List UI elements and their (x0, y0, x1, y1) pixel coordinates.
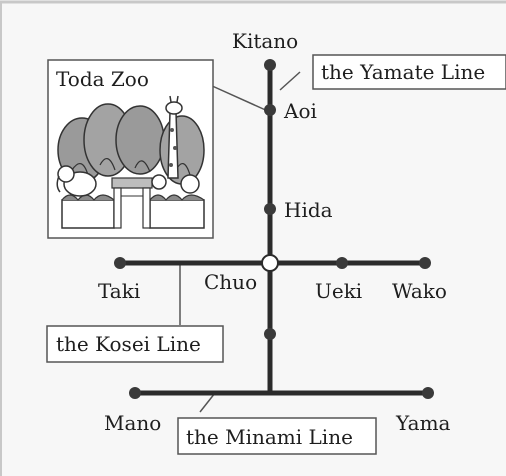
station-label-kitano: Kitano (232, 29, 298, 53)
station-dot-wako[interactable] (419, 257, 431, 269)
small-animal-center (151, 174, 167, 190)
station-label-mano: Mano (104, 411, 161, 435)
kosei-line-label-box (46, 325, 224, 363)
yamate-line-label-box (312, 54, 506, 90)
gate-sign (111, 177, 153, 189)
gate-pillar-right (142, 187, 151, 229)
giraffe-head (165, 101, 183, 115)
station-dot-mano[interactable] (129, 387, 141, 399)
giraffe-spot (170, 128, 174, 132)
yamate-line-label: the Yamate Line (321, 60, 485, 84)
giraffe-horn-left (169, 95, 172, 103)
giraffe-horn-right (176, 95, 179, 103)
hedge-left (61, 199, 115, 229)
zoo-illustration (56, 95, 205, 229)
tree-branches (71, 158, 191, 176)
hedge-right-top (149, 194, 205, 201)
station-dot-chuo[interactable] (261, 254, 279, 272)
station-dot-yama[interactable] (422, 387, 434, 399)
station-label-hida: Hida (284, 198, 333, 222)
station-label-yama: Yama (395, 411, 451, 435)
small-animal-right (180, 174, 200, 194)
station-dot-taki[interactable] (114, 257, 126, 269)
hedge-right (149, 199, 205, 229)
zoo-title: Toda Zoo (56, 67, 149, 91)
hedge-left-top (61, 194, 115, 201)
yamate-label-connector (279, 71, 301, 91)
minami-line-label-box (177, 417, 377, 455)
station-label-chuo: Chuo (204, 270, 257, 294)
giraffe-spot (173, 146, 177, 150)
gate-pillar-left (113, 187, 122, 229)
tree-right (159, 115, 205, 185)
station-dot-hida[interactable] (264, 203, 276, 215)
station-label-ueki: Ueki (315, 279, 362, 303)
station-label-wako: Wako (392, 279, 447, 303)
giraffe-spot (169, 163, 173, 167)
station-label-aoi: Aoi (283, 99, 317, 123)
elephant-trunk (56, 175, 61, 193)
minami-label-connector (199, 392, 216, 413)
station-dot-aoi[interactable] (264, 104, 276, 116)
zoo-connector (209, 84, 271, 113)
kosei-line-label: the Kosei Line (56, 332, 201, 356)
elephant-head (57, 165, 75, 183)
station-dot-kitano[interactable] (264, 59, 276, 71)
station-label-taki: Taki (98, 279, 140, 303)
minami-line-label: the Minami Line (186, 425, 353, 449)
station-dot-unnamed[interactable] (264, 328, 276, 340)
station-dot-ueki[interactable] (336, 257, 348, 269)
tree-center (115, 105, 165, 175)
giraffe-neck (167, 111, 179, 179)
